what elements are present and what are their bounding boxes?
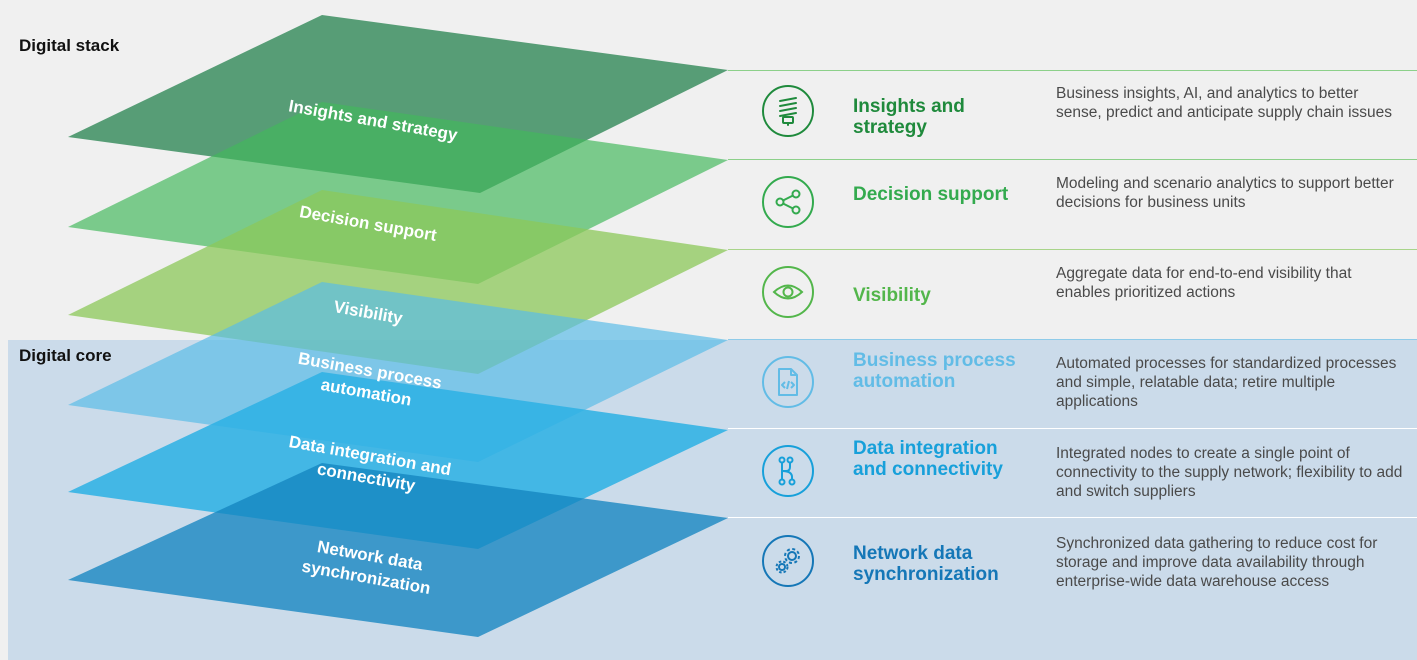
row-desc-bpa: Automated processes for standardized pro… [1056,355,1397,410]
digital-stack-label: Digital stack [19,36,120,55]
row-divider [728,428,1417,429]
digital-core-label: Digital core [19,346,112,365]
row-divider [728,159,1417,160]
row-title-network-sync: Network data synchronization [853,543,999,585]
row-title-insights: Insights and strategy [853,96,965,138]
row-desc-visibility: Aggregate data for end-to-end visibility… [1056,265,1352,301]
row-divider [728,339,1417,340]
lightbulb-icon [762,85,814,137]
share-icon [762,176,814,228]
row-desc-data-integration: Integrated nodes to create a single poin… [1056,445,1403,500]
row-divider [728,517,1417,518]
row-divider [728,70,1417,71]
row-title-data-integration: Data integration and connectivity [853,438,1003,480]
row-desc-decision: Modeling and scenario analytics to suppo… [1056,175,1394,211]
row-desc-insights: Business insights, AI, and analytics to … [1056,85,1393,121]
row-desc-network-sync: Synchronized data gathering to reduce co… [1056,535,1378,590]
row-title-decision: Decision support [853,184,1009,205]
layer-network-data-sync [68,463,728,637]
gears-icon [762,535,814,587]
row-title-bpa: Business process automation [853,350,1016,392]
eye-icon [762,266,814,318]
row-title-visibility: Visibility [853,285,931,306]
code-file-icon [762,356,814,408]
layer-stack-diagram [68,15,728,637]
row-divider [728,249,1417,250]
branch-icon [762,445,814,497]
